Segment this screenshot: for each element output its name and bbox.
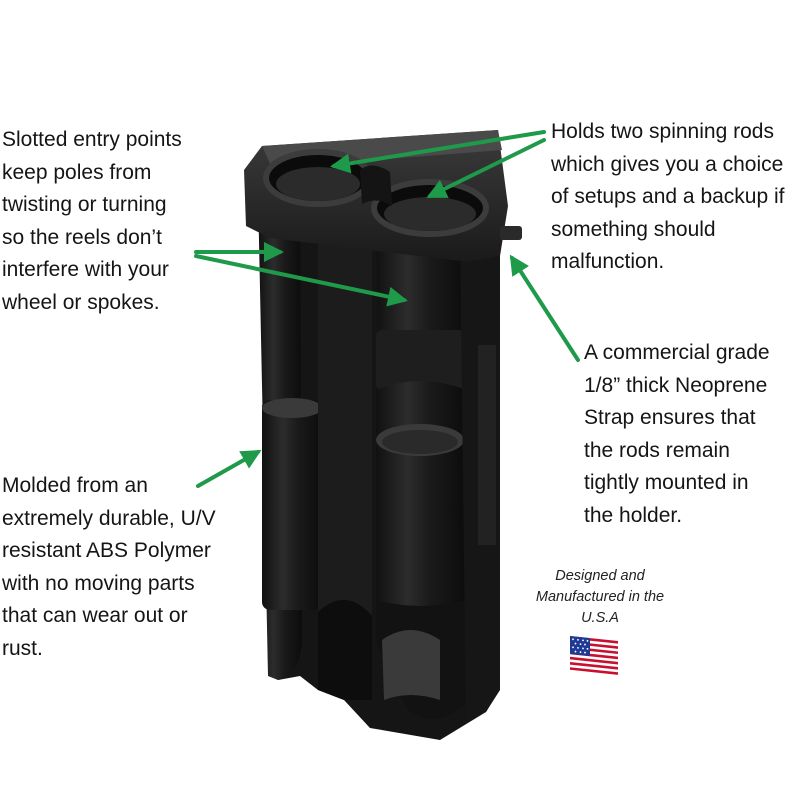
callout-line: wheel or spokes. (2, 290, 160, 314)
arrow-to-left-opening (330, 130, 546, 174)
arrow-to-right-opening (426, 138, 546, 198)
callout-line: Strap ensures that (584, 406, 756, 429)
callout-line: A commercial grade (584, 341, 770, 364)
usa-flag-icon (570, 636, 618, 676)
callout-line: the rods remain (584, 438, 730, 462)
callout-line: which gives you a choice (551, 152, 784, 176)
callout-line: malfunction. (551, 250, 665, 273)
callout-line: the holder. (584, 503, 683, 527)
callout-line: so the reels don’t (2, 225, 162, 249)
callout-line: with no moving parts (2, 571, 195, 595)
made-in-line: U.S.A (581, 610, 619, 626)
callout-line: of setups and a backup if (551, 185, 785, 208)
callout-abs-polymer: Molded from an extremely durable, U/V re… (2, 470, 216, 665)
callout-line: Slotted entry points (2, 128, 182, 151)
callout-line: Holds two spinning rods (551, 120, 774, 143)
arrow-to-body (196, 450, 262, 488)
callout-line: keep poles from (2, 160, 152, 184)
callout-two-rods: Holds two spinning rods which gives you … (551, 116, 785, 279)
callout-line: something should (551, 217, 716, 241)
made-in-line: Designed and (555, 568, 645, 584)
callout-neoprene-strap: A commercial grade 1/8” thick Neoprene S… (584, 337, 770, 532)
callout-slotted-entry: Slotted entry points keep poles from twi… (2, 124, 182, 319)
callout-line: Molded from an (2, 474, 148, 497)
made-in-line: Manufactured in the (535, 589, 665, 605)
arrow-to-strap (509, 254, 580, 362)
callout-line: that can wear out or (2, 604, 188, 627)
callout-line: twisting or turning (2, 193, 167, 216)
holder-middle-channel (318, 176, 372, 620)
arrow-to-right-slot (194, 254, 408, 307)
callout-line: 1/8” thick Neoprene (584, 373, 768, 397)
made-in-usa-note: Designed and Manufactured in the U.S.A (522, 566, 678, 629)
callout-line: rust. (2, 636, 43, 660)
callout-line: interfere with your (2, 258, 169, 281)
callout-line: resistant ABS Polymer (2, 539, 211, 562)
callout-line: extremely durable, U/V (2, 506, 216, 530)
callout-line: tightly mounted in (584, 471, 749, 494)
